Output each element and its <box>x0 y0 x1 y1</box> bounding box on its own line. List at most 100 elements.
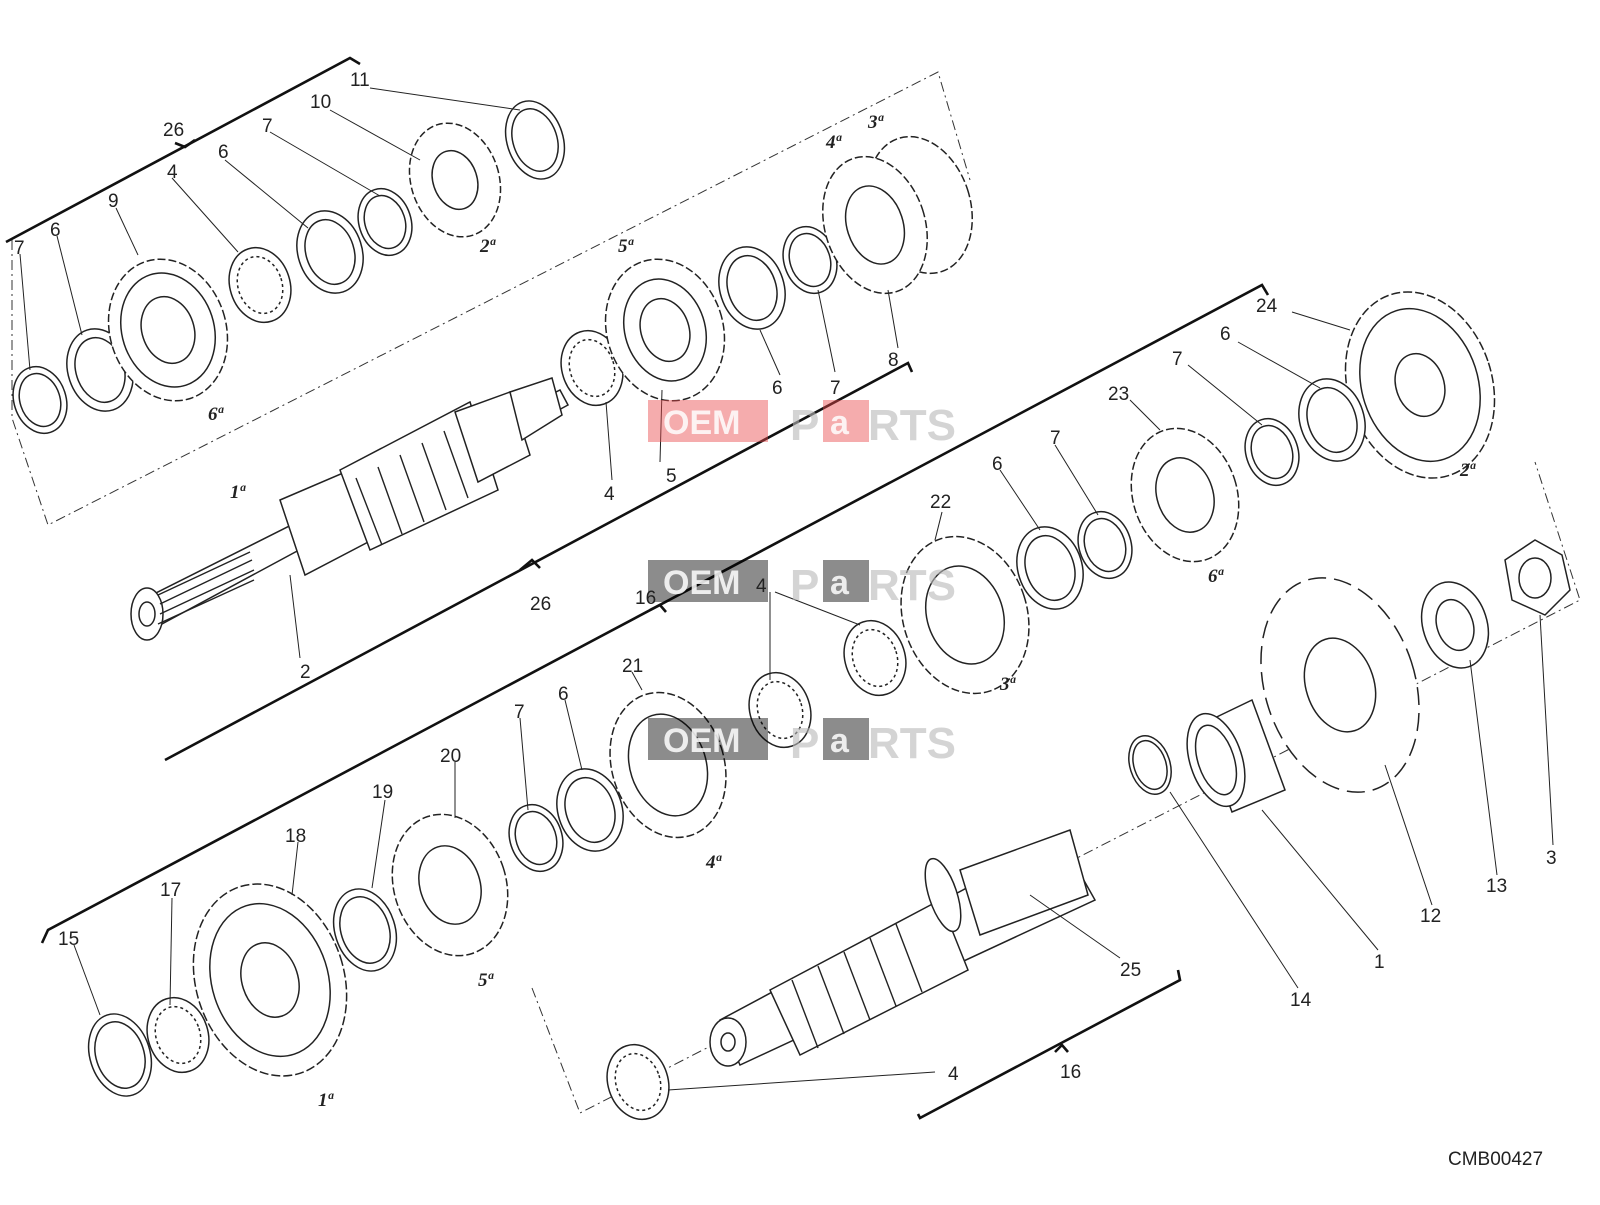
gear-3rd-secondary <box>900 535 1030 695</box>
callout-6: 6 <box>558 684 569 705</box>
gear-label-4th: 4ª <box>825 132 843 153</box>
needle-bearing-4-secondary-c <box>606 1043 670 1121</box>
secondary-shaft <box>709 829 1097 1067</box>
assembly-outline-primary <box>11 71 971 526</box>
svg-text:OEM: OEM <box>663 564 740 602</box>
thrust-washer-6-secondary-c <box>556 768 624 852</box>
needle-bearing-4-secondary-b <box>748 671 812 749</box>
callout-4: 4 <box>604 484 615 505</box>
spacer-1 <box>1186 698 1286 813</box>
callout-numbers: 11 10 7 6 4 9 6 7 5 4 2 6 7 8 24 6 7 23 … <box>14 70 1557 1085</box>
circlip-7-primary-c <box>782 225 838 295</box>
callout-4: 4 <box>756 576 767 597</box>
circlip-14 <box>1128 735 1172 795</box>
callout-2: 2 <box>300 662 311 683</box>
gear-6th-primary <box>107 258 229 402</box>
gear-label-2nd: 2ª <box>479 236 497 257</box>
gear-label-5th: 5ª <box>478 970 495 991</box>
gear-label-2nd: 2ª <box>1459 460 1477 481</box>
washer-15 <box>87 1013 153 1097</box>
gear-label-6th: 6ª <box>208 404 225 425</box>
callout-12: 12 <box>1420 906 1441 927</box>
watermark-oem-parts-2: OEM P a RTS <box>648 560 956 610</box>
lock-washer-13 <box>1420 581 1490 669</box>
callout-6: 6 <box>1220 324 1231 345</box>
svg-text:a: a <box>830 564 850 602</box>
group-label-16-bottom: 16 <box>1060 1062 1081 1083</box>
needle-bearing-4-primary-b <box>560 329 624 407</box>
callout-9: 9 <box>108 191 119 212</box>
gear-5th-primary <box>604 258 726 402</box>
gear-label-1st: 1ª <box>230 482 247 503</box>
thrust-washer-6-secondary-a <box>1298 378 1366 462</box>
thrust-washer-6-secondary-b <box>1016 526 1084 610</box>
bracket-primary-top <box>5 56 361 244</box>
bracket-secondary-bottom <box>916 969 1182 1120</box>
callout-23: 23 <box>1108 384 1129 405</box>
callout-19: 19 <box>372 782 393 803</box>
gear-2nd-primary <box>408 122 502 238</box>
callout-14: 14 <box>1290 990 1312 1011</box>
callout-6: 6 <box>772 378 783 399</box>
circlip-7-secondary-b <box>1077 510 1133 580</box>
thrust-washer-6-primary-c <box>718 246 786 330</box>
callout-13: 13 <box>1486 876 1507 897</box>
assembly-outline-secondary <box>531 461 1581 1114</box>
gear-label-3rd: 3ª <box>999 674 1017 695</box>
group-label-16-top: 16 <box>635 588 656 609</box>
callout-5: 5 <box>666 466 677 487</box>
gear-label-3rd: 3ª <box>867 112 885 133</box>
callout-24: 24 <box>1256 296 1278 317</box>
callout-7: 7 <box>1050 428 1061 449</box>
callout-17: 17 <box>160 880 181 901</box>
svg-text:P: P <box>790 561 819 610</box>
gear-4th-secondary <box>609 691 727 839</box>
callout-6: 6 <box>218 142 229 163</box>
callout-7: 7 <box>262 116 273 137</box>
callout-1: 1 <box>1374 952 1385 973</box>
callout-18: 18 <box>285 826 306 847</box>
gear-label-1st: 1ª <box>318 1090 335 1111</box>
svg-text:P: P <box>790 719 819 768</box>
svg-text:a: a <box>830 722 850 760</box>
callout-4: 4 <box>167 162 178 183</box>
group-label-26-top: 26 <box>163 120 184 141</box>
bracket-primary-bottom <box>164 361 914 762</box>
callout-7: 7 <box>1172 349 1183 370</box>
group-label-26-bottom: 26 <box>530 594 551 615</box>
gear-2nd-secondary <box>1344 291 1496 479</box>
primary-shaft <box>130 377 570 641</box>
callout-6: 6 <box>992 454 1003 475</box>
callout-8: 8 <box>888 350 899 371</box>
leader-lines <box>19 87 1554 1091</box>
gear-6th-secondary <box>1130 427 1240 563</box>
svg-text:OEM: OEM <box>663 404 740 442</box>
gear-3rd-4th-primary <box>822 135 973 295</box>
circlip-7-secondary-c <box>508 803 564 873</box>
svg-text:RTS: RTS <box>868 719 956 768</box>
nut-3 <box>1504 539 1571 616</box>
watermark-oem-parts-1: OEM P a RTS <box>648 400 956 450</box>
shim-11-primary <box>504 100 566 180</box>
thrust-washer-6-primary-b <box>296 210 364 294</box>
callout-25: 25 <box>1120 960 1141 981</box>
svg-text:RTS: RTS <box>868 401 956 450</box>
needle-bearing-17 <box>146 996 210 1074</box>
callout-20: 20 <box>440 746 461 767</box>
circlip-7-secondary-a <box>1244 417 1300 487</box>
gear-1st-secondary <box>192 883 348 1077</box>
callout-7: 7 <box>14 238 25 259</box>
callout-7: 7 <box>514 702 525 723</box>
gear-label-5th: 5ª <box>618 236 635 257</box>
callout-3: 3 <box>1546 848 1557 869</box>
svg-text:RTS: RTS <box>868 561 956 610</box>
washer-19 <box>332 888 398 972</box>
diagram-code: CMB00427 <box>1448 1149 1543 1170</box>
callout-4: 4 <box>948 1064 959 1085</box>
gear-5th-secondary <box>391 813 509 957</box>
circlip-7-primary <box>12 365 68 435</box>
gear-label-6th: 6ª <box>1208 566 1225 587</box>
callout-11: 11 <box>350 70 370 91</box>
